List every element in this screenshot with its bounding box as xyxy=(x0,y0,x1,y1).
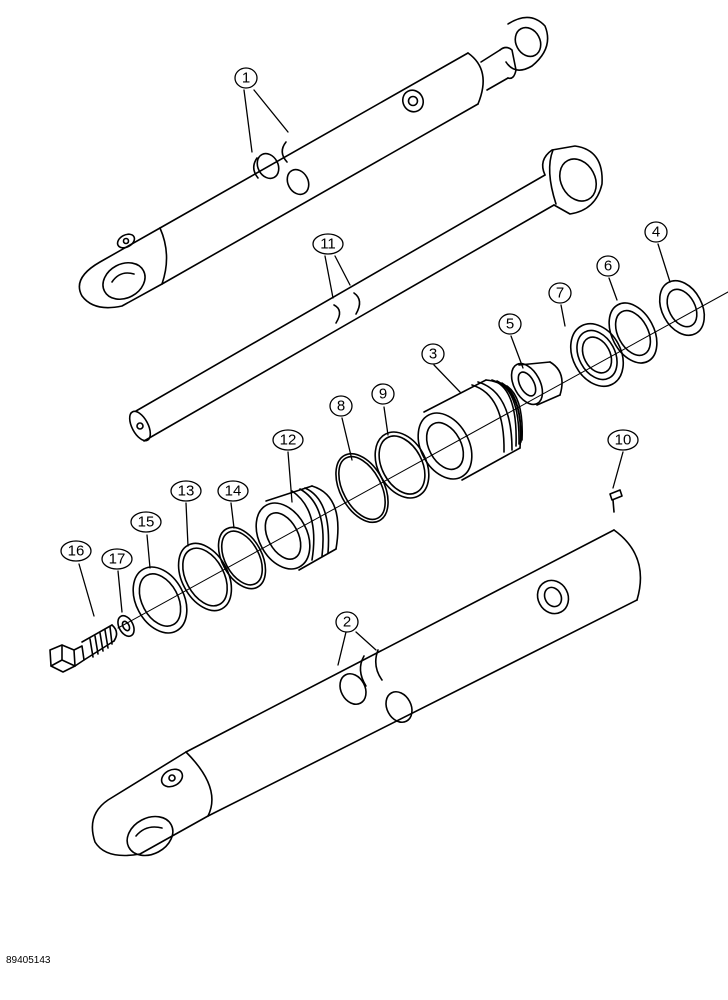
svg-text:5: 5 xyxy=(506,316,514,333)
o-ring-8 xyxy=(335,452,389,524)
callout-7: 7 xyxy=(548,282,572,304)
callout-4: 4 xyxy=(644,221,668,243)
wear-ring xyxy=(510,361,563,406)
assembled-cylinder-top xyxy=(78,16,549,309)
svg-text:16: 16 xyxy=(68,543,85,560)
callout-14: 14 xyxy=(217,480,249,502)
wear-ring-15 xyxy=(132,566,188,634)
svg-text:12: 12 xyxy=(280,432,297,449)
svg-text:2: 2 xyxy=(343,614,351,631)
callout-12: 12 xyxy=(272,429,304,451)
svg-text:6: 6 xyxy=(604,258,612,275)
callout-15: 15 xyxy=(130,511,162,533)
callout-9: 9 xyxy=(371,383,395,405)
callout-11: 11 xyxy=(312,233,344,255)
svg-text:13: 13 xyxy=(178,483,195,500)
seal-7 xyxy=(569,322,625,388)
svg-text:15: 15 xyxy=(138,514,155,531)
svg-text:8: 8 xyxy=(337,398,345,415)
callout-10: 10 xyxy=(607,429,639,451)
cylinder-barrel-bottom xyxy=(91,489,642,857)
seal-6 xyxy=(608,302,658,364)
bolt-16 xyxy=(49,624,118,673)
svg-text:10: 10 xyxy=(615,432,632,449)
assembly-centerline xyxy=(117,291,728,629)
callout-13: 13 xyxy=(170,480,202,502)
svg-text:1: 1 xyxy=(242,70,250,87)
backup-ring-9 xyxy=(374,431,430,499)
svg-text:4: 4 xyxy=(652,224,660,241)
svg-text:7: 7 xyxy=(556,285,564,302)
piston xyxy=(255,485,339,571)
seal-14 xyxy=(217,526,267,590)
callout-1: 1 xyxy=(234,67,258,89)
washer-17 xyxy=(117,614,135,638)
svg-text:11: 11 xyxy=(320,236,336,253)
svg-text:17: 17 xyxy=(109,551,126,568)
svg-text:3: 3 xyxy=(429,346,437,363)
figure-reference-code: 89405143 xyxy=(6,955,51,966)
callout-5: 5 xyxy=(498,313,522,335)
leader-lines xyxy=(78,89,671,666)
piston-rod xyxy=(128,145,603,442)
callout-6: 6 xyxy=(596,255,620,277)
callout-17: 17 xyxy=(101,548,133,570)
callout-3: 3 xyxy=(421,343,445,365)
svg-text:14: 14 xyxy=(225,483,242,500)
callout-16: 16 xyxy=(60,540,92,562)
seal-4 xyxy=(658,279,706,337)
svg-text:9: 9 xyxy=(379,386,387,403)
gland xyxy=(417,379,524,481)
callout-2: 2 xyxy=(335,611,359,633)
callout-8: 8 xyxy=(329,395,353,417)
